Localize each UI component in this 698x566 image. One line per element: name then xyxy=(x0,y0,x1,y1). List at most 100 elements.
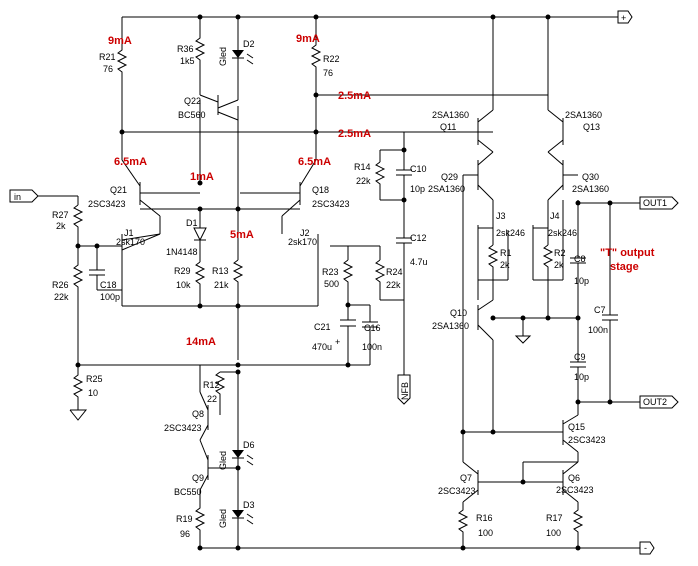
c8-name: C8 xyxy=(574,254,586,264)
out2-label: OUT2 xyxy=(643,397,667,407)
nfb-label: NFB xyxy=(400,382,410,400)
vplus-port[interactable]: + xyxy=(617,10,633,24)
c18-value: 100p xyxy=(100,292,120,302)
c18-capacitor xyxy=(89,269,122,291)
c16-name: C16 xyxy=(364,323,381,333)
r12-resistor xyxy=(214,371,226,415)
out1-port[interactable]: OUT1 xyxy=(639,196,679,210)
r14-resistor xyxy=(374,161,386,200)
r1-resistor xyxy=(487,244,499,280)
r24-resistor xyxy=(374,259,386,300)
positive-rail xyxy=(121,16,618,30)
r12-name: R12 xyxy=(203,380,220,390)
q21-name: Q21 xyxy=(110,185,127,195)
r21-value: 76 xyxy=(103,64,113,74)
vminus-label: - xyxy=(644,543,647,553)
c8-value: 10p xyxy=(574,276,589,286)
r16-name: R16 xyxy=(476,513,493,523)
vplus-label: + xyxy=(621,13,626,23)
q8-transistor xyxy=(199,375,209,441)
current-5ma: 5mA xyxy=(230,229,254,241)
r24-name: R24 xyxy=(386,267,403,277)
q22-name: Q22 xyxy=(184,96,201,106)
q18-name: Q18 xyxy=(312,185,329,195)
r29-value: 10k xyxy=(176,280,191,290)
j1-type: 2sk170 xyxy=(116,237,145,247)
j2-name: J2 xyxy=(300,228,310,238)
q11-transistor xyxy=(477,109,494,153)
r2-value: 2k xyxy=(554,260,564,270)
r16-resistor xyxy=(457,502,469,548)
j4-jfet xyxy=(532,215,549,280)
c21-value: 470u xyxy=(312,342,332,352)
d3-name: D3 xyxy=(243,500,255,510)
q6-name: Q6 xyxy=(568,473,580,483)
r25-resistor xyxy=(69,365,88,421)
d2-led xyxy=(232,17,254,100)
current-9ma-right: 9mA xyxy=(296,33,320,45)
j3-jfet xyxy=(477,215,494,300)
r21-name: R21 xyxy=(99,52,116,62)
d1-diode xyxy=(193,227,207,242)
r1-value: 2k xyxy=(500,260,510,270)
r17-resistor xyxy=(572,502,584,548)
q29-transistor xyxy=(477,151,494,201)
d1-name: D1 xyxy=(186,218,198,228)
q21-type: 2SC3423 xyxy=(88,199,126,209)
r22-name: R22 xyxy=(323,54,340,64)
q11-type: 2SA1360 xyxy=(432,110,469,120)
d3-type: Gled xyxy=(218,509,228,528)
in-label: in xyxy=(14,192,21,202)
q29-name: Q29 xyxy=(441,172,458,182)
j3-name: J3 xyxy=(496,211,506,221)
c10-capacitor xyxy=(396,150,412,200)
r13-resistor xyxy=(232,259,244,300)
r19-value: 96 xyxy=(180,529,190,539)
vminus-port[interactable]: - xyxy=(639,541,655,555)
c21-name: C21 xyxy=(314,322,331,332)
r13-value: 21k xyxy=(214,280,229,290)
q7-name: Q7 xyxy=(460,473,472,483)
q30-name: Q30 xyxy=(582,172,599,182)
current-1ma: 1mA xyxy=(190,171,214,183)
d2-name: D2 xyxy=(243,39,255,49)
r27-value: 2k xyxy=(56,221,66,231)
r21-resistor xyxy=(116,30,128,90)
r27-name: R27 xyxy=(52,210,69,220)
c9-name: C9 xyxy=(574,352,586,362)
r12-value: 22 xyxy=(207,394,217,404)
out2-port[interactable]: OUT2 xyxy=(639,395,679,409)
j2-type: 2sk170 xyxy=(288,237,317,247)
r17-name: R17 xyxy=(546,513,563,523)
q13-name: Q13 xyxy=(583,122,600,132)
r25-name: R25 xyxy=(86,374,103,384)
r19-name: R19 xyxy=(176,514,193,524)
q9-type: BC550 xyxy=(174,487,202,497)
c18-name: C18 xyxy=(100,280,117,290)
q13-transistor xyxy=(547,109,564,153)
j2-jfet xyxy=(281,216,319,258)
q6-type: 2SC3423 xyxy=(556,485,594,495)
current-6-5ma-right: 6.5mA xyxy=(298,156,331,168)
c7-value: 100n xyxy=(588,325,608,335)
r14-name: R14 xyxy=(354,162,371,172)
c7-capacitor xyxy=(602,203,618,402)
q10-transistor xyxy=(477,299,494,341)
c9-value: 10p xyxy=(574,372,589,382)
d3-led xyxy=(232,510,254,548)
d1-type: 1N4148 xyxy=(166,247,198,257)
r36-value: 1k5 xyxy=(180,56,195,66)
c12-capacitor xyxy=(396,200,412,375)
q10-type: 2SA1360 xyxy=(432,321,469,331)
in-port[interactable]: in xyxy=(9,189,39,203)
q18-transistor xyxy=(240,159,317,217)
r26-resistor xyxy=(72,246,84,365)
c7-name: C7 xyxy=(594,305,606,315)
d6-name: D6 xyxy=(243,440,255,450)
r24-value: 22k xyxy=(386,280,401,290)
q15-name: Q15 xyxy=(568,422,585,432)
svg-text:+: + xyxy=(335,337,340,347)
nfb-port[interactable]: NFB xyxy=(397,374,411,405)
